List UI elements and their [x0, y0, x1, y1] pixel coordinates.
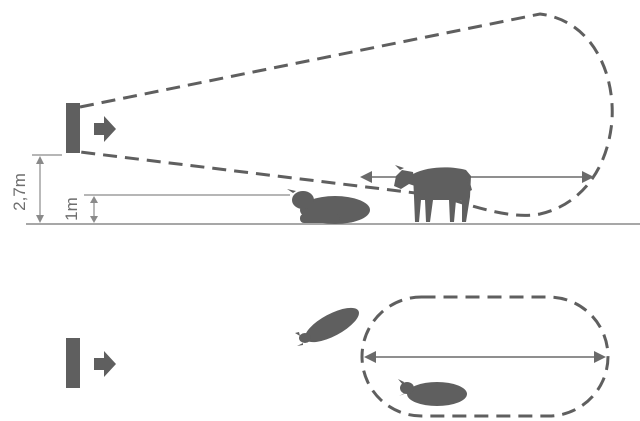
- side-view: 2,7m 1m: [10, 12, 640, 225]
- detection-height-dimension: [84, 194, 290, 223]
- lying-cow-icon: [287, 189, 370, 224]
- detection-height-label: 1m: [62, 197, 81, 221]
- arrow-right-icon-top: [94, 351, 116, 377]
- sensor-height-label: 2,7m: [10, 173, 29, 211]
- standing-cow-icon: [394, 165, 472, 222]
- arrow-right-icon: [94, 116, 116, 142]
- top-range-arrow: [364, 351, 606, 363]
- detection-zone-outline: [79, 12, 614, 217]
- cow-top-outside-icon: [295, 307, 359, 346]
- sensor-height-dimension: [32, 154, 62, 223]
- sensor-icon: [66, 103, 80, 153]
- top-detection-zone-outline: [360, 295, 610, 418]
- sensor-icon-top: [66, 338, 80, 388]
- cow-top-inside-icon: [398, 379, 467, 406]
- top-view: [66, 295, 610, 418]
